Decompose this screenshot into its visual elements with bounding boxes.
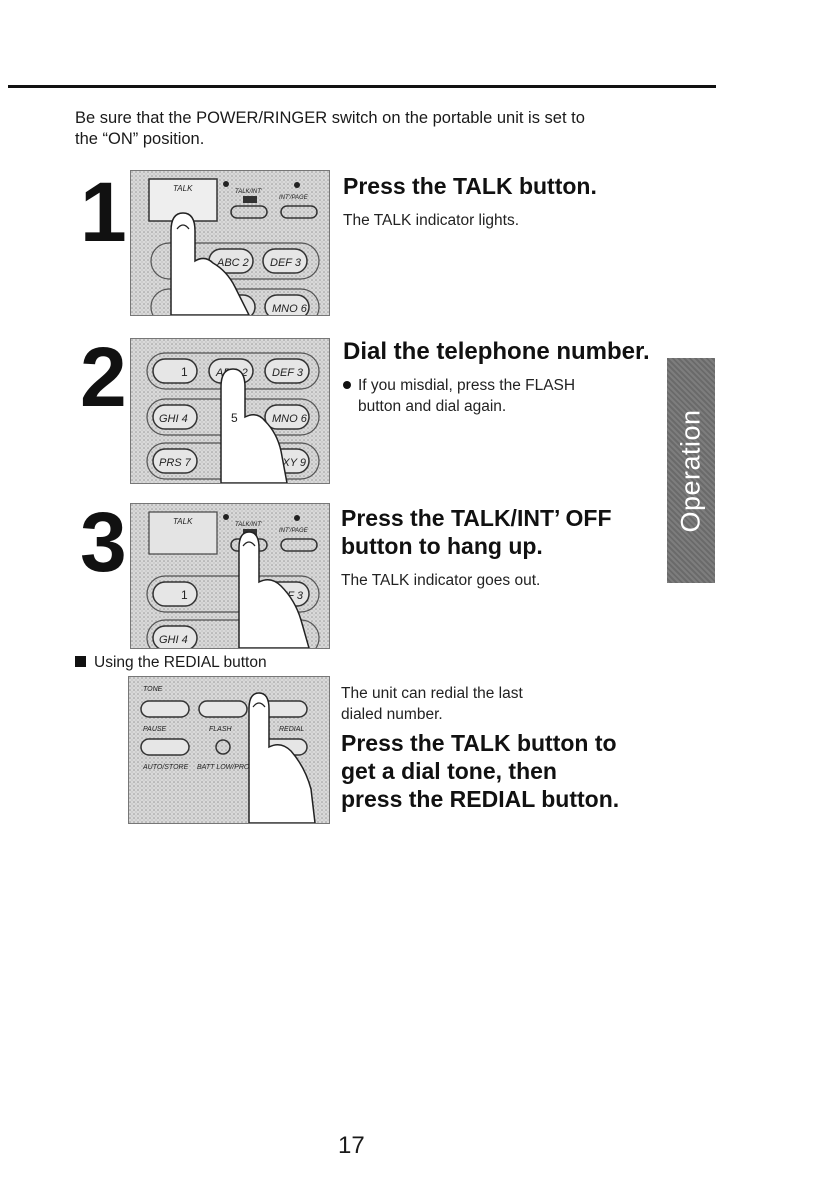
step-3-number: 3 xyxy=(80,495,127,589)
redial-desc-line-2: dialed number. xyxy=(341,706,443,723)
step-3-heading: Press the TALK/INT’ OFF button to hang u… xyxy=(341,504,612,560)
talk-key-label: TALK xyxy=(173,184,193,193)
step-3-illustration: TALK TALK/INT' INT'/PAGE 1 DEF 3 GHI 4 xyxy=(130,503,330,649)
talk-int-label: TALK/INT' xyxy=(235,189,263,195)
step-1-number: 1 xyxy=(80,165,127,259)
pause-label: PAUSE xyxy=(143,726,167,733)
intro-line-2: the “ON” position. xyxy=(75,130,205,148)
step-2-number: 2 xyxy=(80,330,127,424)
redial-key-label: REDIAL xyxy=(279,726,304,733)
intro-line-1: Be sure that the POWER/RINGER switch on … xyxy=(75,109,585,127)
bullet-dot xyxy=(343,381,351,389)
step-3-description: The TALK indicator goes out. xyxy=(341,572,541,589)
page-number: 17 xyxy=(338,1132,365,1159)
int-page-label: INT'/PAGE xyxy=(279,195,309,201)
redial-desc-line-1: The unit can redial the last xyxy=(341,685,523,702)
key-5-b: 5 xyxy=(231,411,238,425)
step-2-bullet-line-2: button and dial again. xyxy=(358,398,507,415)
auto-store-label: AUTO/STORE xyxy=(142,764,189,771)
key-ghi4-b: GHI 4 xyxy=(159,634,188,646)
step-1-illustration: TALK TALK/INT' INT'/PAGE ABC 2 DEF 3 5 M… xyxy=(130,170,330,316)
redial-label-text: Using the REDIAL button xyxy=(94,654,267,671)
key-ghi4: GHI 4 xyxy=(159,413,188,425)
redial-heading-line-1: Press the TALK button to xyxy=(341,730,617,756)
intro-text: Be sure that the POWER/RINGER switch on … xyxy=(75,108,655,150)
top-rule xyxy=(8,85,716,88)
key-1: 1 xyxy=(181,365,188,379)
key-mno6-b: MNO 6 xyxy=(272,413,308,425)
redial-heading-line-3: press the REDIAL button. xyxy=(341,786,620,812)
step-3-heading-line-1: Press the TALK/INT’ OFF xyxy=(341,505,612,531)
section-square-icon xyxy=(75,656,86,667)
step-1-description: The TALK indicator lights. xyxy=(343,212,520,229)
key-def3: DEF 3 xyxy=(270,257,302,269)
key-mno6: MNO 6 xyxy=(272,303,308,315)
key-abc2: ABC 2 xyxy=(216,257,249,269)
key-def3-b: DEF 3 xyxy=(272,367,304,379)
redial-illustration: TONE PAUSE FLASH REDIAL AUTO/STORE BATT … xyxy=(128,676,330,824)
step-2-bullet-line-1: If you misdial, press the FLASH xyxy=(358,377,576,394)
step-2-bullet: If you misdial, press the FLASH button a… xyxy=(343,375,575,417)
redial-heading: Press the TALK button to get a dial tone… xyxy=(341,729,619,813)
section-tab-label: Operation xyxy=(675,408,706,533)
section-tab-operation: Operation xyxy=(667,358,715,583)
tone-label: TONE xyxy=(143,686,163,693)
step-2-heading: Dial the telephone number. xyxy=(343,338,650,365)
talk-key-label-b: TALK xyxy=(173,517,193,526)
redial-heading-line-2: get a dial tone, then xyxy=(341,758,557,784)
step-3-heading-line-2: button to hang up. xyxy=(341,533,543,559)
key-1-b: 1 xyxy=(181,588,188,602)
key-prs7: PRS 7 xyxy=(159,457,192,469)
step-1-heading: Press the TALK button. xyxy=(343,173,597,199)
redial-section-label: Using the REDIAL button xyxy=(75,654,267,672)
int-page-label-b: INT'/PAGE xyxy=(279,528,309,534)
batt-low-prog-label: BATT LOW/PROG xyxy=(197,764,255,771)
flash-label: FLASH xyxy=(209,726,233,733)
redial-description: The unit can redial the last dialed numb… xyxy=(341,683,523,725)
talk-int-label-b: TALK/INT' xyxy=(235,522,263,528)
step-2-illustration: 1 ABC 2 DEF 3 GHI 4 MNO 6 PRS 7 WXY 9 5 xyxy=(130,338,330,484)
